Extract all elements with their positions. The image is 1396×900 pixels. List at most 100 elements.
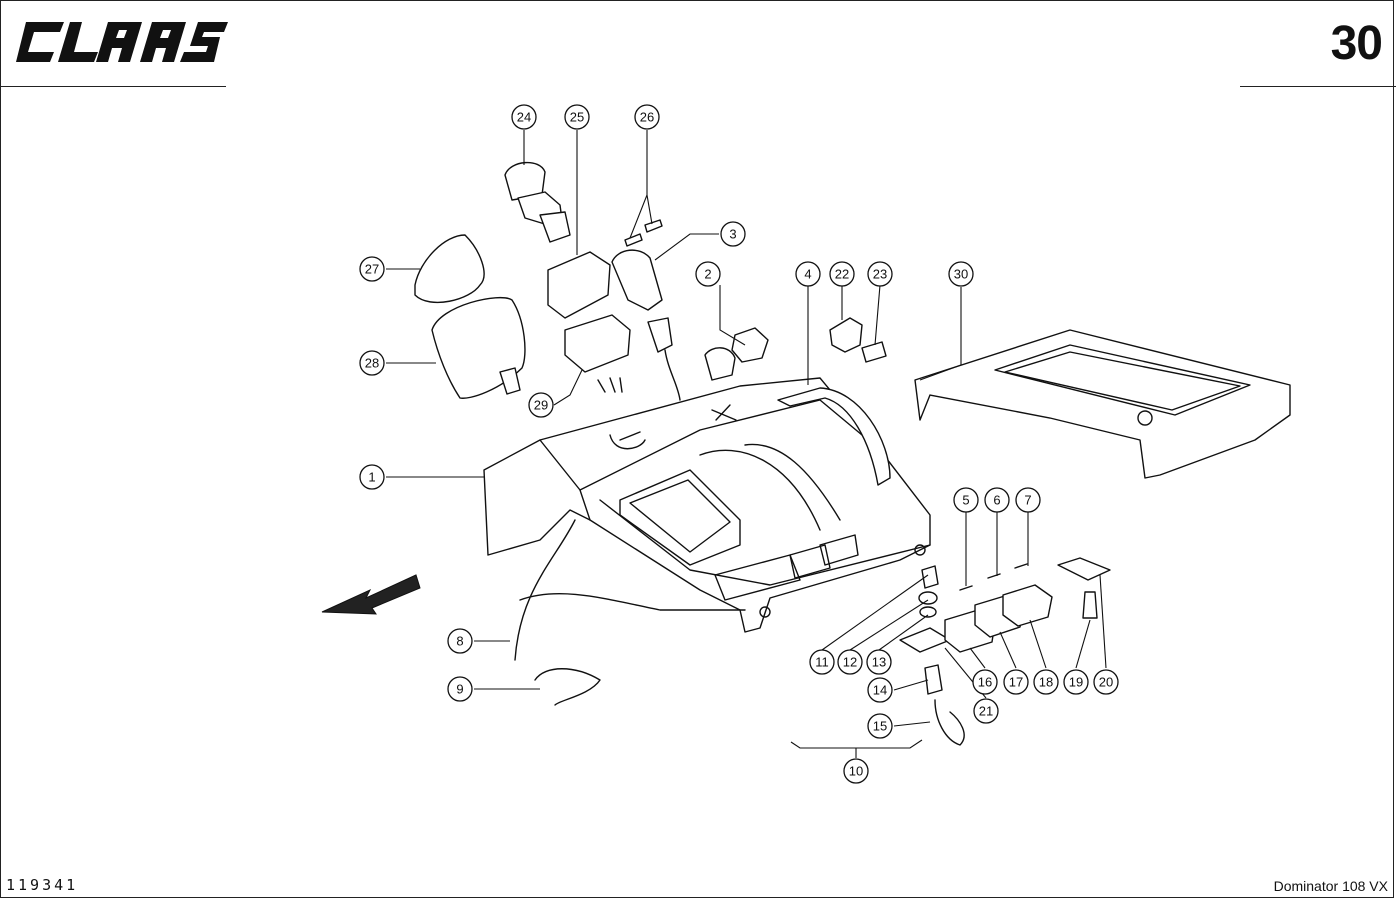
cover-plate <box>777 387 891 486</box>
svg-text:29: 29 <box>534 398 548 413</box>
svg-text:7: 7 <box>1024 493 1031 508</box>
washer-12 <box>918 591 938 605</box>
direction-arrow-icon <box>321 574 421 615</box>
svg-text:9: 9 <box>456 682 463 697</box>
svg-text:14: 14 <box>873 683 887 698</box>
lighter-socket <box>611 249 663 311</box>
callout-4: 4 <box>795 261 821 287</box>
svg-text:16: 16 <box>978 675 992 690</box>
svg-text:2: 2 <box>704 267 711 282</box>
cover-20 <box>1057 557 1111 581</box>
push-button <box>829 317 863 353</box>
callout-12: 12 <box>837 649 863 675</box>
plug-connector <box>504 161 571 243</box>
svg-text:27: 27 <box>365 262 379 277</box>
callout-23: 23 <box>867 261 893 287</box>
callout-19: 19 <box>1063 669 1089 695</box>
switch-block-25 <box>547 251 611 319</box>
callout-21: 21 <box>973 698 999 724</box>
brand-logo <box>12 18 230 66</box>
svg-text:13: 13 <box>872 655 886 670</box>
callout-17: 17 <box>1003 669 1029 695</box>
callout-26: 26 <box>634 104 660 130</box>
svg-text:19: 19 <box>1069 675 1083 690</box>
callout-3: 3 <box>720 221 746 247</box>
rocker-switch-18 <box>1002 584 1053 627</box>
callout-9: 9 <box>447 676 473 702</box>
cable-8 <box>514 519 576 661</box>
svg-text:20: 20 <box>1099 675 1113 690</box>
callout-30: 30 <box>948 261 974 287</box>
console-panel <box>483 377 931 633</box>
svg-text:18: 18 <box>1039 675 1053 690</box>
svg-text:5: 5 <box>962 493 969 508</box>
hex-nut <box>731 327 769 363</box>
indicator-lamp <box>704 347 736 381</box>
svg-text:25: 25 <box>570 110 584 125</box>
drawing-id: 119341 <box>6 876 79 894</box>
svg-text:30: 30 <box>954 267 968 282</box>
plate-21 <box>899 627 951 653</box>
svg-text:1: 1 <box>368 470 375 485</box>
callout-2: 2 <box>695 261 721 287</box>
switch-block-29 <box>564 314 631 373</box>
callout-6: 6 <box>984 487 1010 513</box>
fitting-11 <box>921 565 939 589</box>
claas-logo-graphic <box>16 22 228 62</box>
svg-text:15: 15 <box>873 719 887 734</box>
page-number: 30 <box>1330 17 1383 70</box>
callout-27: 27 <box>359 256 385 282</box>
terminal-pins <box>597 377 623 393</box>
callout-13: 13 <box>866 649 892 675</box>
tray-frame <box>914 329 1291 479</box>
svg-text:10: 10 <box>849 764 863 779</box>
callout-15: 15 <box>867 713 893 739</box>
svg-text:17: 17 <box>1009 675 1023 690</box>
inserts-5-7 <box>959 563 1028 591</box>
callout-1: 1 <box>359 464 385 490</box>
svg-text:3: 3 <box>729 227 736 242</box>
callout-7: 7 <box>1015 487 1041 513</box>
svg-text:26: 26 <box>640 110 654 125</box>
cable-8b <box>519 592 746 611</box>
filter-cap <box>414 234 485 304</box>
callout-29: 29 <box>528 392 554 418</box>
svg-text:24: 24 <box>517 110 531 125</box>
sender-14 <box>924 664 943 695</box>
lighter-wire <box>664 349 681 401</box>
callout-22: 22 <box>829 261 855 287</box>
shim-right <box>644 219 663 233</box>
svg-text:23: 23 <box>873 267 887 282</box>
washer-13 <box>919 606 937 618</box>
svg-text:12: 12 <box>843 655 857 670</box>
svg-text:11: 11 <box>815 655 829 670</box>
svg-text:6: 6 <box>993 493 1000 508</box>
svg-text:4: 4 <box>804 267 811 282</box>
filter-outlet <box>499 367 521 395</box>
callout-28: 28 <box>359 350 385 376</box>
callout-14: 14 <box>867 677 893 703</box>
header-rule-right <box>1240 86 1396 87</box>
header-rule-left <box>0 86 226 87</box>
bulb-19 <box>1082 591 1098 619</box>
callout-24: 24 <box>511 104 537 130</box>
lighter-base <box>647 317 673 353</box>
svg-text:8: 8 <box>456 634 463 649</box>
callout-20: 20 <box>1093 669 1119 695</box>
callout-10: 10 <box>843 758 869 784</box>
svg-text:21: 21 <box>979 704 993 719</box>
lead-15 <box>934 699 965 746</box>
callout-25: 25 <box>564 104 590 130</box>
callout-18: 18 <box>1033 669 1059 695</box>
hose-clamp <box>534 668 601 706</box>
symbol-label <box>861 341 887 363</box>
callout-11: 11 <box>809 649 835 675</box>
callout-5: 5 <box>953 487 979 513</box>
callout-16: 16 <box>972 669 998 695</box>
callout-8: 8 <box>447 628 473 654</box>
svg-text:22: 22 <box>835 267 849 282</box>
shim-left <box>624 233 643 247</box>
svg-text:28: 28 <box>365 356 379 371</box>
